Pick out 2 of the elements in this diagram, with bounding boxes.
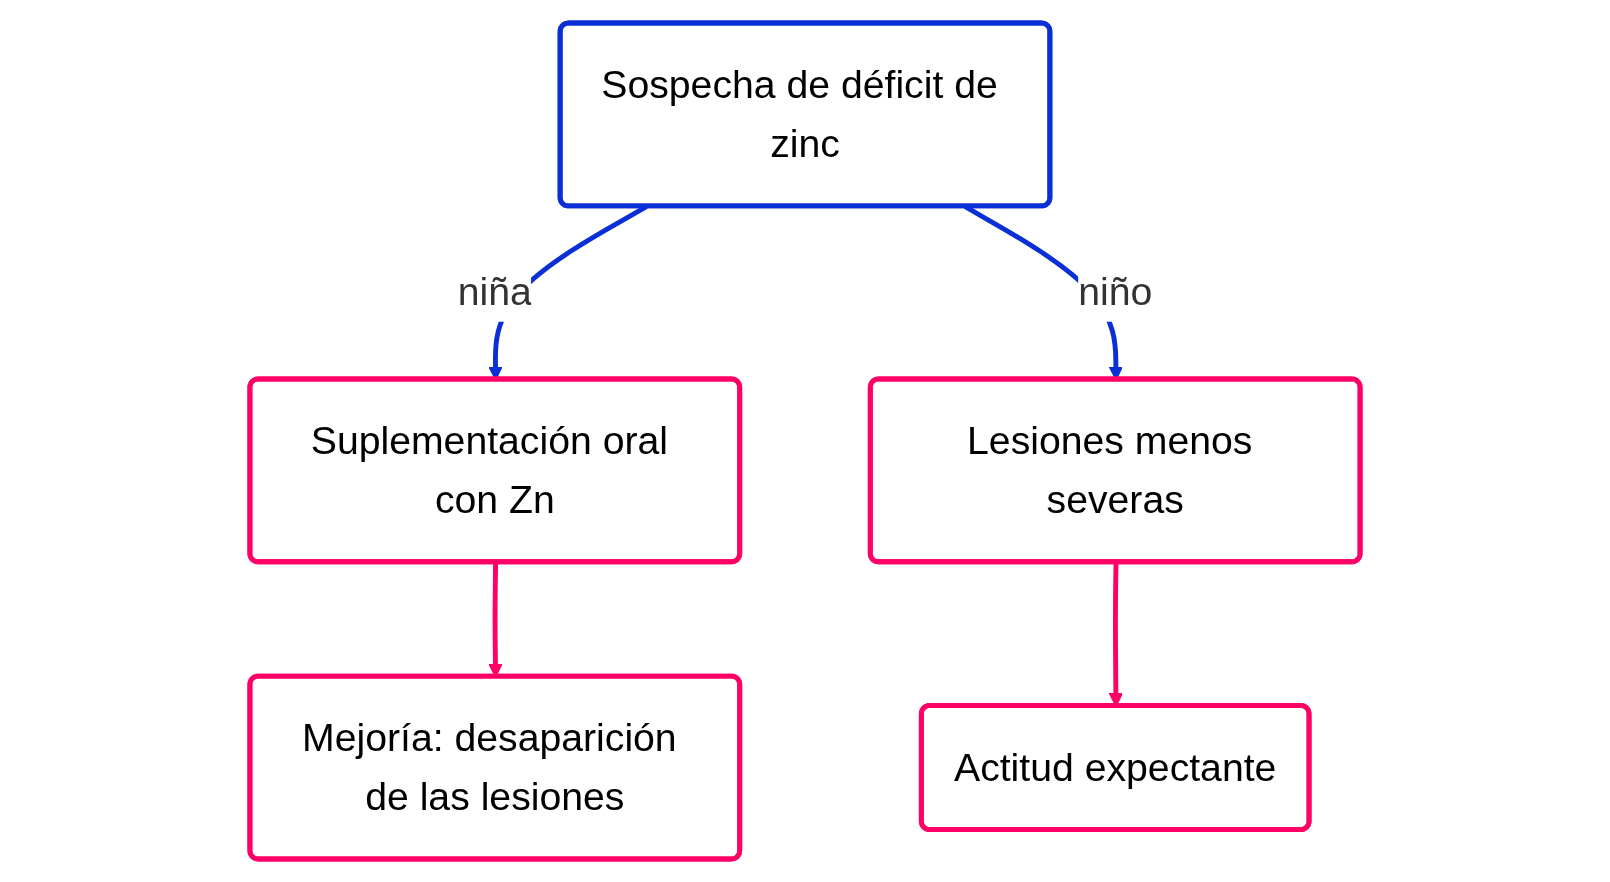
edge-label: niña — [457, 269, 532, 314]
edge-label: niño — [1078, 269, 1153, 314]
